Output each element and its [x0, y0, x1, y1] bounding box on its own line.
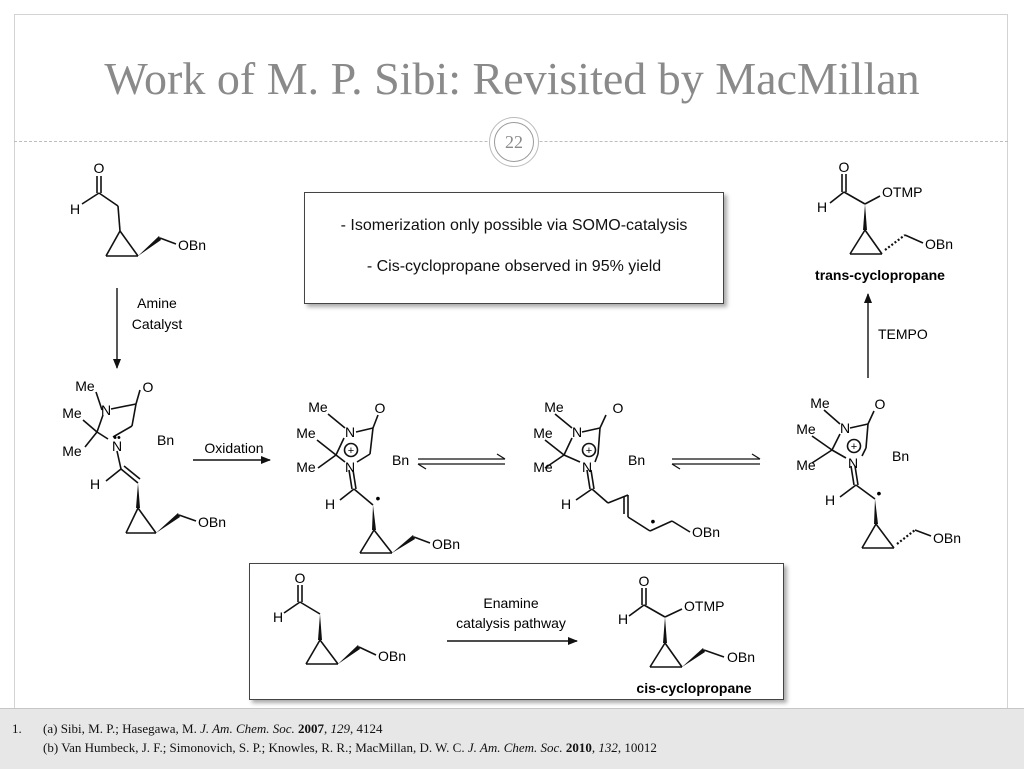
tempo-label: TEMPO — [878, 326, 928, 342]
atom-o: O — [94, 160, 105, 176]
atom-n: N — [345, 459, 355, 475]
reference-year: 2010 — [565, 740, 592, 755]
reference-authors: Van Humbeck, J. F.; Simonovich, S. P.; K… — [61, 740, 465, 755]
oxidation-label: Oxidation — [204, 440, 263, 456]
atom-n: N — [345, 424, 355, 440]
starting-aldehyde — [81, 176, 177, 257]
atom-n: N — [572, 424, 582, 440]
enamine-label: Enamine — [483, 595, 538, 611]
methyl-label: Me — [75, 378, 95, 394]
footnote-number: 1. — [12, 721, 22, 736]
reference-a: (a) Sibi, M. P.; Hasegawa, M. J. Am. Che… — [43, 721, 383, 736]
benzyl-label: Bn — [628, 452, 645, 468]
reference-b: (b) Van Humbeck, J. F.; Simonovich, S. P… — [43, 740, 657, 755]
group-otmp: OTMP — [684, 598, 724, 614]
reference-label: (a) — [43, 721, 58, 736]
plus-charge: + — [586, 445, 592, 457]
atom-h: H — [70, 201, 80, 217]
methyl-label: Me — [533, 425, 553, 441]
page-number: 22 — [494, 122, 534, 162]
reference-volume: 129 — [330, 721, 351, 736]
reference-label: (b) — [43, 740, 59, 755]
catalyst-label: Catalyst — [132, 316, 183, 332]
atom-n: N — [582, 459, 592, 475]
enamine-pathway-aldehyde — [283, 585, 377, 665]
benzyl-label: Bn — [892, 448, 909, 464]
reaction-scheme: O H OBn Amine Catalyst Me O N Me •• N Me… — [62, 159, 961, 696]
group-obn: OBn — [178, 237, 206, 253]
atom-o: O — [875, 396, 886, 412]
cis-cyclopropane-product — [628, 588, 725, 668]
group-obn: OBn — [692, 524, 720, 540]
group-obn: OBn — [198, 514, 226, 530]
reference-pages: 4124 — [356, 721, 383, 736]
methyl-label: Me — [533, 459, 553, 475]
reference-authors: Sibi, M. P.; Hasegawa, M. — [60, 721, 197, 736]
methyl-label: Me — [62, 405, 82, 421]
note-line-1: - Isomerization only possible via SOMO-c… — [340, 217, 688, 234]
atom-h: H — [325, 496, 335, 512]
methyl-label: Me — [62, 443, 82, 459]
benzyl-label: Bn — [157, 432, 174, 448]
atom-o: O — [143, 379, 154, 395]
plus-charge: + — [851, 441, 857, 453]
equilibrium-arrow-2 — [671, 453, 761, 470]
radical-cation-cyclopropyl — [316, 413, 431, 554]
group-obn: OBn — [378, 648, 406, 664]
equilibrium-arrow-1 — [417, 453, 506, 470]
methyl-label: Me — [810, 395, 830, 411]
atom-n: N — [101, 402, 111, 418]
slide-title: Work of M. P. Sibi: Revisited by MacMill… — [104, 53, 920, 104]
amine-label: Amine — [137, 295, 177, 311]
atom-n: N — [112, 438, 122, 454]
note-box: - Isomerization only possible via SOMO-c… — [304, 192, 724, 304]
reference-pages: 10012 — [624, 740, 657, 755]
page-number-badge: 22 — [489, 117, 539, 167]
methyl-label: Me — [544, 399, 564, 415]
atom-h: H — [825, 492, 835, 508]
atom-h: H — [90, 476, 100, 492]
benzyl-label: Bn — [392, 452, 409, 468]
methyl-label: Me — [796, 421, 816, 437]
reference-volume: 132 — [598, 740, 618, 755]
methyl-label: Me — [308, 399, 328, 415]
atom-h: H — [273, 609, 283, 625]
reference-journal: J. Am. Chem. Soc. — [467, 740, 563, 755]
reference-year: 2007 — [298, 721, 325, 736]
methyl-label: Me — [796, 457, 816, 473]
catalysis-pathway-label: catalysis pathway — [456, 615, 566, 631]
enamine-intermediate — [82, 389, 197, 534]
note-line-2: - Cis-cyclopropane observed in 95% yield — [366, 258, 662, 275]
methyl-label: Me — [296, 425, 316, 441]
lone-pair: •• — [113, 432, 121, 444]
atom-o: O — [613, 400, 624, 416]
radical-dot: • — [877, 485, 882, 501]
radical-dot: • — [651, 513, 656, 529]
group-otmp: OTMP — [882, 184, 922, 200]
methyl-label: Me — [296, 459, 316, 475]
atom-o: O — [839, 159, 850, 175]
enamine-pathway-box — [249, 563, 784, 700]
atom-o: O — [375, 400, 386, 416]
reference-journal: J. Am. Chem. Soc. — [200, 721, 295, 736]
group-obn: OBn — [925, 236, 953, 252]
atom-h: H — [561, 496, 571, 512]
atom-n: N — [848, 455, 858, 471]
plus-charge: + — [348, 445, 354, 457]
atom-h: H — [817, 199, 827, 215]
radical-dot: • — [376, 490, 381, 506]
ring-opened-radical-cation — [544, 413, 691, 533]
atom-o: O — [295, 570, 306, 586]
footnote-bar: 1. (a) Sibi, M. P.; Hasegawa, M. J. Am. … — [0, 708, 1024, 769]
atom-o: O — [639, 573, 650, 589]
cis-cyclopropane-label: cis-cyclopropane — [636, 680, 751, 696]
group-obn: OBn — [432, 536, 460, 552]
atom-n: N — [840, 420, 850, 436]
trans-cyclopropane-label: trans-cyclopropane — [815, 267, 945, 283]
group-obn: OBn — [727, 649, 755, 665]
radical-cation-trans — [811, 409, 932, 549]
atom-h: H — [618, 611, 628, 627]
trans-cyclopropane-product — [829, 174, 924, 255]
group-obn: OBn — [933, 530, 961, 546]
